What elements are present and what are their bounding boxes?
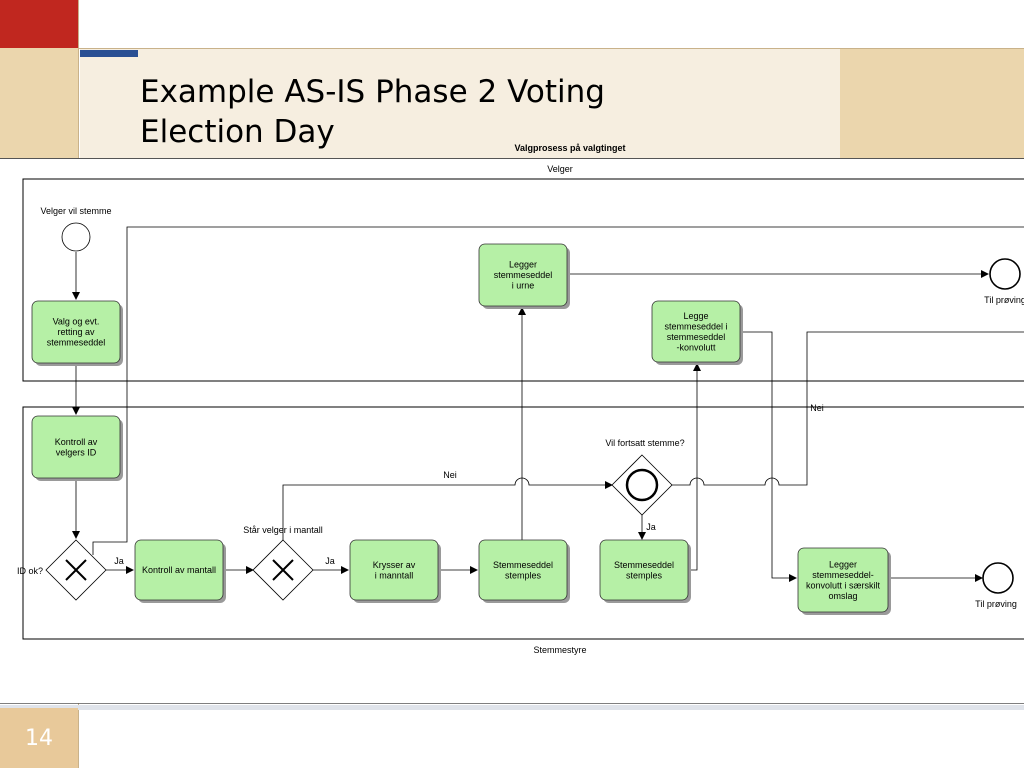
pool-label-velger: Velger	[547, 164, 573, 174]
end-event-top	[989, 258, 1021, 290]
task-label-line: retting av	[57, 327, 95, 337]
flow-legge-konvolutt-to-omslag	[742, 331, 797, 582]
task-label-line: Valg og evt.	[53, 317, 100, 327]
task-label-line: stemmeseddel-	[812, 570, 874, 580]
end-event-bottom	[982, 562, 1014, 594]
task-box	[478, 243, 568, 307]
task-box	[599, 539, 689, 601]
title-band	[80, 49, 840, 158]
task-kontroll-mantall: Kontroll av mantall	[134, 539, 226, 603]
sequence-flows	[72, 226, 1024, 582]
left-tan-bar	[0, 48, 78, 158]
task-box	[31, 415, 121, 479]
slide-number: 14	[0, 708, 78, 768]
end-event-bottom-label: Til prøving	[975, 599, 1017, 609]
task-krysser: Krysser avi manntall	[349, 539, 441, 603]
task-label-line: stemmeseddel	[47, 338, 106, 348]
diagram-canvas	[0, 158, 1024, 703]
task-label-line: stemmeseddel i	[664, 321, 727, 331]
gateway-star-velger	[252, 539, 314, 601]
pool-stemmestyre	[22, 406, 1024, 640]
task-label-line: Legger	[509, 260, 537, 270]
slide-title-line2: Election Day	[140, 114, 335, 150]
task-label-line: omslag	[828, 591, 857, 601]
gateway-vil-fortsatt	[611, 454, 673, 516]
task-label-line: Legger	[829, 559, 857, 569]
task-label-line: Legge	[683, 311, 708, 321]
task-label-line: stemples	[505, 570, 542, 580]
flow-stemples2-to-legge-konvolutt	[690, 363, 701, 571]
task-label-line: Kontroll av	[55, 437, 98, 447]
task-label-line: Krysser av	[373, 560, 416, 570]
label-ja-2: Ja	[325, 556, 335, 566]
task-box	[349, 539, 439, 601]
task-label-line: Stemmeseddel	[614, 560, 674, 570]
task-label-line: stemmeseddel	[667, 332, 726, 342]
right-tan-block	[840, 49, 1024, 158]
gateway-star-velger-label: Står velger i mantall	[243, 525, 323, 535]
diagram-title: Valgprosess på valgtinget	[514, 143, 625, 153]
label-ja-1: Ja	[114, 556, 124, 566]
task-box	[651, 300, 741, 363]
label-ja-3: Ja	[646, 522, 656, 532]
task-label-line: stemmeseddel	[494, 270, 553, 280]
label-nei-1: Nei	[443, 470, 457, 480]
task-label-line: velgers ID	[56, 447, 97, 457]
task-label-line: stemples	[626, 570, 663, 580]
task-label-line: i urne	[512, 281, 535, 291]
task-box	[797, 547, 889, 613]
flow-gw3-nei-out	[672, 331, 1024, 486]
task-box	[478, 539, 568, 601]
task-box	[31, 300, 121, 364]
start-event	[61, 222, 91, 252]
task-label-line: Stemmeseddel	[493, 560, 553, 570]
gateway-id-ok	[45, 539, 107, 601]
task-label-line: i manntall	[375, 570, 414, 580]
start-event-label: Velger vil stemme	[40, 206, 111, 216]
bottom-band	[0, 705, 1024, 710]
task-box	[134, 539, 224, 601]
flow-gw1-up-to-top	[92, 226, 1024, 555]
red-corner-block	[0, 0, 78, 48]
end-event-top-label: Til prøving	[984, 295, 1024, 305]
gateway-id-ok-label: ID ok?	[17, 566, 43, 576]
task-label-line: konvolutt i særskilt	[806, 580, 881, 590]
slide-title-line1: Example AS-IS Phase 2 Voting	[140, 74, 605, 110]
flow-gw2-nei-to-gw3	[282, 477, 613, 540]
pool-velger	[22, 178, 1024, 382]
label-nei-2: Nei	[810, 403, 824, 413]
pool-label-stemmestyre: Stemmestyre	[533, 645, 586, 655]
gateway-vil-fortsatt-label: Vil fortsatt stemme?	[605, 438, 684, 448]
task-label-line: Kontroll av mantall	[142, 565, 216, 575]
slide-title: Example AS-IS Phase 2 Voting Election Da…	[140, 72, 605, 152]
task-label-line: -konvolutt	[676, 342, 716, 352]
blue-accent-bar	[80, 50, 138, 57]
tasks: Valg og evt.retting avstemmeseddelKontro…	[31, 243, 891, 615]
